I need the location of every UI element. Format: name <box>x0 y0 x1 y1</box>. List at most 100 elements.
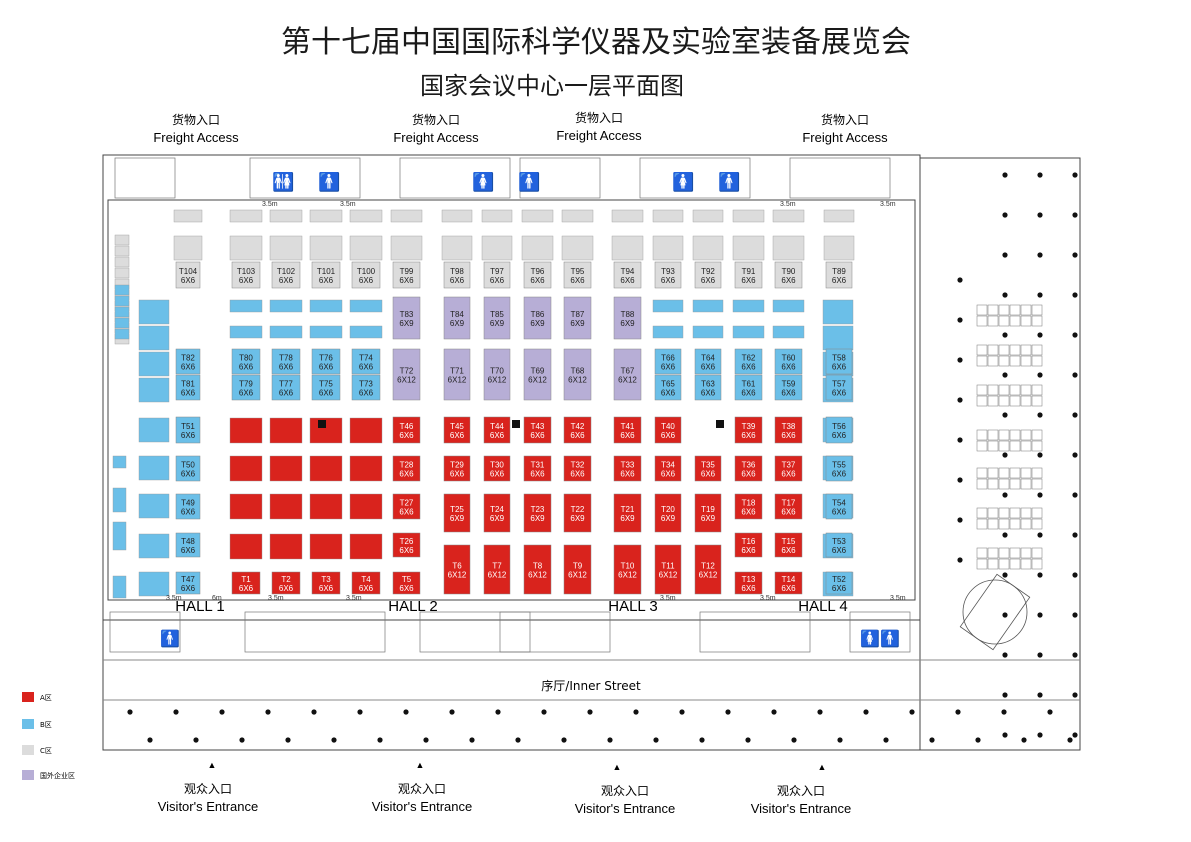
booth-t75[interactable]: T756X6 <box>311 374 341 401</box>
booth-t84[interactable]: T846X9 <box>443 296 471 340</box>
booth-t2[interactable]: T26X6 <box>271 571 301 595</box>
booth-t43[interactable]: T436X6 <box>523 416 552 444</box>
booth-t50[interactable]: T506X6 <box>175 455 201 482</box>
booth-t20[interactable]: T206X9 <box>654 493 682 533</box>
booth-t86[interactable]: T866X9 <box>523 296 552 340</box>
booth-t42[interactable]: T426X6 <box>563 416 592 444</box>
booth-t101[interactable]: T1016X6 <box>311 261 341 289</box>
booth-t17[interactable]: T176X6 <box>774 493 803 520</box>
booth-t3[interactable]: T36X6 <box>311 571 341 595</box>
booth-t80[interactable]: T806X6 <box>231 348 261 375</box>
booth-t46[interactable]: T466X6 <box>392 416 421 444</box>
booth-t73[interactable]: T736X6 <box>351 374 381 401</box>
booth-t65[interactable]: T656X6 <box>654 374 682 401</box>
booth-t24[interactable]: T246X9 <box>483 493 511 533</box>
booth-t6[interactable]: T66X12 <box>443 544 471 595</box>
booth-t57[interactable]: T576X6 <box>825 374 853 401</box>
booth-t99[interactable]: T996X6 <box>392 261 421 289</box>
booth-t33[interactable]: T336X6 <box>613 455 642 482</box>
booth-t41[interactable]: T416X6 <box>613 416 642 444</box>
booth-t92[interactable]: T926X6 <box>694 261 722 289</box>
booth-t82[interactable]: T826X6 <box>175 348 201 375</box>
booth-t1[interactable]: T16X6 <box>231 571 261 595</box>
booth-t27[interactable]: T276X6 <box>392 493 421 520</box>
booth-t104[interactable]: T1046X6 <box>175 261 201 289</box>
booth-t8[interactable]: T86X12 <box>523 544 552 595</box>
booth-t4[interactable]: T46X6 <box>351 571 381 595</box>
booth-t13[interactable]: T136X6 <box>734 571 763 595</box>
booth-t40[interactable]: T406X6 <box>654 416 682 444</box>
booth-t39[interactable]: T396X6 <box>734 416 763 444</box>
booth-t97[interactable]: T976X6 <box>483 261 511 289</box>
booth-t78[interactable]: T786X6 <box>271 348 301 375</box>
booth-t38[interactable]: T386X6 <box>774 416 803 444</box>
booth-t16[interactable]: T166X6 <box>734 532 763 558</box>
booth-t81[interactable]: T816X6 <box>175 374 201 401</box>
booth-t10[interactable]: T106X12 <box>613 544 642 595</box>
booth-t45[interactable]: T456X6 <box>443 416 471 444</box>
booth-t66[interactable]: T666X6 <box>654 348 682 375</box>
booth-t90[interactable]: T906X6 <box>774 261 803 289</box>
booth-t100[interactable]: T1006X6 <box>351 261 381 289</box>
booth-t15[interactable]: T156X6 <box>774 532 803 558</box>
booth-t85[interactable]: T856X9 <box>483 296 511 340</box>
booth-t32[interactable]: T326X6 <box>563 455 592 482</box>
booth-t22[interactable]: T226X9 <box>563 493 592 533</box>
booth-t69[interactable]: T696X12 <box>523 348 552 401</box>
booth-t7[interactable]: T76X12 <box>483 544 511 595</box>
booth-t60[interactable]: T606X6 <box>774 348 803 375</box>
booth-t103[interactable]: T1036X6 <box>231 261 261 289</box>
booth-t14[interactable]: T146X6 <box>774 571 803 595</box>
booth-t89[interactable]: T896X6 <box>825 261 853 289</box>
booth-t36[interactable]: T366X6 <box>734 455 763 482</box>
booth-t28[interactable]: T286X6 <box>392 455 421 482</box>
booth-t77[interactable]: T776X6 <box>271 374 301 401</box>
booth-t26[interactable]: T266X6 <box>392 532 421 558</box>
booth-t96[interactable]: T966X6 <box>523 261 552 289</box>
booth-t74[interactable]: T746X6 <box>351 348 381 375</box>
booth-t5[interactable]: T56X6 <box>392 571 421 595</box>
booth-t91[interactable]: T916X6 <box>734 261 763 289</box>
booth-t102[interactable]: T1026X6 <box>271 261 301 289</box>
booth-t19[interactable]: T196X9 <box>694 493 722 533</box>
booth-t93[interactable]: T936X6 <box>654 261 682 289</box>
booth-t49[interactable]: T496X6 <box>175 493 201 520</box>
booth-t67[interactable]: T676X12 <box>613 348 642 401</box>
booth-t59[interactable]: T596X6 <box>774 374 803 401</box>
booth-t30[interactable]: T306X6 <box>483 455 511 482</box>
booth-t61[interactable]: T616X6 <box>734 374 763 401</box>
booth-t63[interactable]: T636X6 <box>694 374 722 401</box>
booth-t68[interactable]: T686X12 <box>563 348 592 401</box>
booth-t25[interactable]: T256X9 <box>443 493 471 533</box>
booth-t52[interactable]: T526X6 <box>825 571 853 595</box>
booth-t55[interactable]: T556X6 <box>825 455 853 482</box>
booth-t54[interactable]: T546X6 <box>825 493 853 520</box>
booth-t56[interactable]: T566X6 <box>825 416 853 444</box>
booth-t70[interactable]: T706X12 <box>483 348 511 401</box>
booth-t21[interactable]: T216X9 <box>613 493 642 533</box>
booth-t87[interactable]: T876X9 <box>563 296 592 340</box>
booth-t76[interactable]: T766X6 <box>311 348 341 375</box>
booth-t72[interactable]: T726X12 <box>392 348 421 401</box>
booth-t11[interactable]: T116X12 <box>654 544 682 595</box>
booth-t9[interactable]: T96X12 <box>563 544 592 595</box>
booth-t47[interactable]: T476X6 <box>175 571 201 595</box>
booth-t58[interactable]: T586X6 <box>825 348 853 375</box>
booth-t83[interactable]: T836X9 <box>392 296 421 340</box>
booth-t35[interactable]: T356X6 <box>694 455 722 482</box>
booth-t44[interactable]: T446X6 <box>483 416 511 444</box>
booth-t53[interactable]: T536X6 <box>825 532 853 558</box>
booth-t23[interactable]: T236X9 <box>523 493 552 533</box>
booth-t37[interactable]: T376X6 <box>774 455 803 482</box>
booth-t48[interactable]: T486X6 <box>175 532 201 558</box>
booth-t31[interactable]: T316X6 <box>523 455 552 482</box>
booth-t29[interactable]: T296X6 <box>443 455 471 482</box>
booth-t98[interactable]: T986X6 <box>443 261 471 289</box>
booth-t64[interactable]: T646X6 <box>694 348 722 375</box>
booth-t79[interactable]: T796X6 <box>231 374 261 401</box>
booth-t34[interactable]: T346X6 <box>654 455 682 482</box>
booth-t94[interactable]: T946X6 <box>613 261 642 289</box>
booth-t18[interactable]: T186X6 <box>734 493 763 520</box>
booth-t88[interactable]: T886X9 <box>613 296 642 340</box>
booth-t62[interactable]: T626X6 <box>734 348 763 375</box>
